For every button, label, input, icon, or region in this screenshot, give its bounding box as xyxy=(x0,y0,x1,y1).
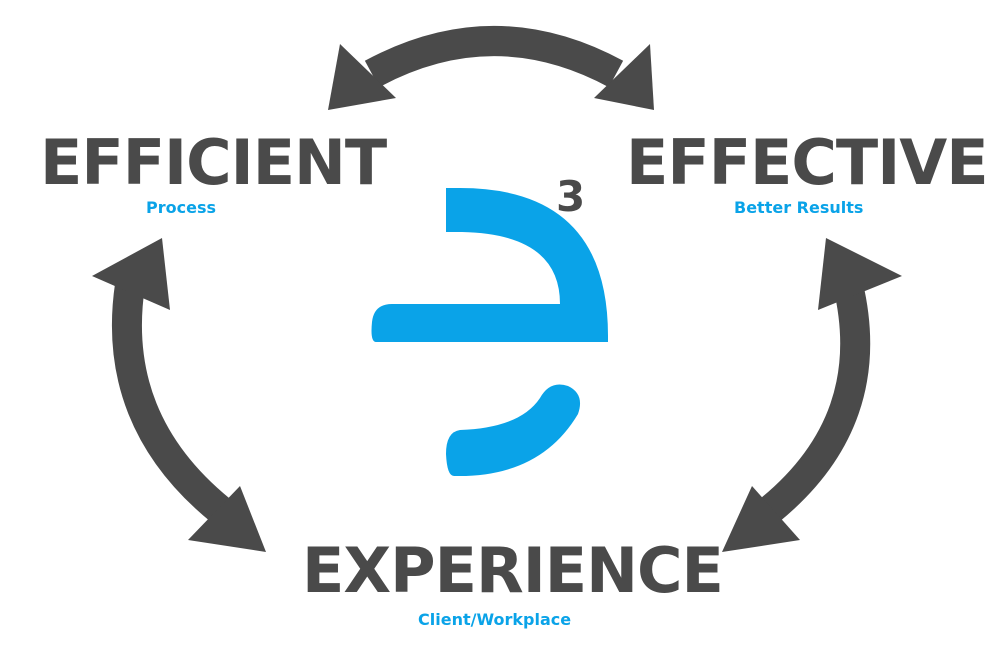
effective-subtitle: Better Results xyxy=(734,198,864,217)
arrow-left-top-head xyxy=(92,238,170,310)
arrow-right-bottom-head xyxy=(722,486,800,552)
arrow-effective-experience xyxy=(722,238,902,552)
arrow-top-right-head xyxy=(594,44,654,110)
logo-exponent: 3 xyxy=(556,172,586,221)
arrow-right-curve xyxy=(760,281,871,522)
arrow-efficient-effective xyxy=(328,26,654,110)
effective-title: EFFECTIVE xyxy=(626,126,989,199)
efficient-title: EFFICIENT xyxy=(40,126,387,199)
logo-upper-arc xyxy=(371,188,608,342)
arrow-top-curve xyxy=(364,26,624,88)
e3-logo xyxy=(371,188,608,477)
arrow-left-bottom-head xyxy=(188,486,266,552)
arrow-top-left-head xyxy=(328,44,396,110)
arrow-efficient-experience xyxy=(92,238,266,552)
experience-subtitle: Client/Workplace xyxy=(418,610,572,629)
arrow-left-curve xyxy=(111,282,230,522)
experience-title: EXPERIENCE xyxy=(302,534,724,607)
arrow-right-top-head xyxy=(818,238,902,310)
logo-lower-arc xyxy=(446,384,581,477)
efficient-subtitle: Process xyxy=(146,198,216,217)
